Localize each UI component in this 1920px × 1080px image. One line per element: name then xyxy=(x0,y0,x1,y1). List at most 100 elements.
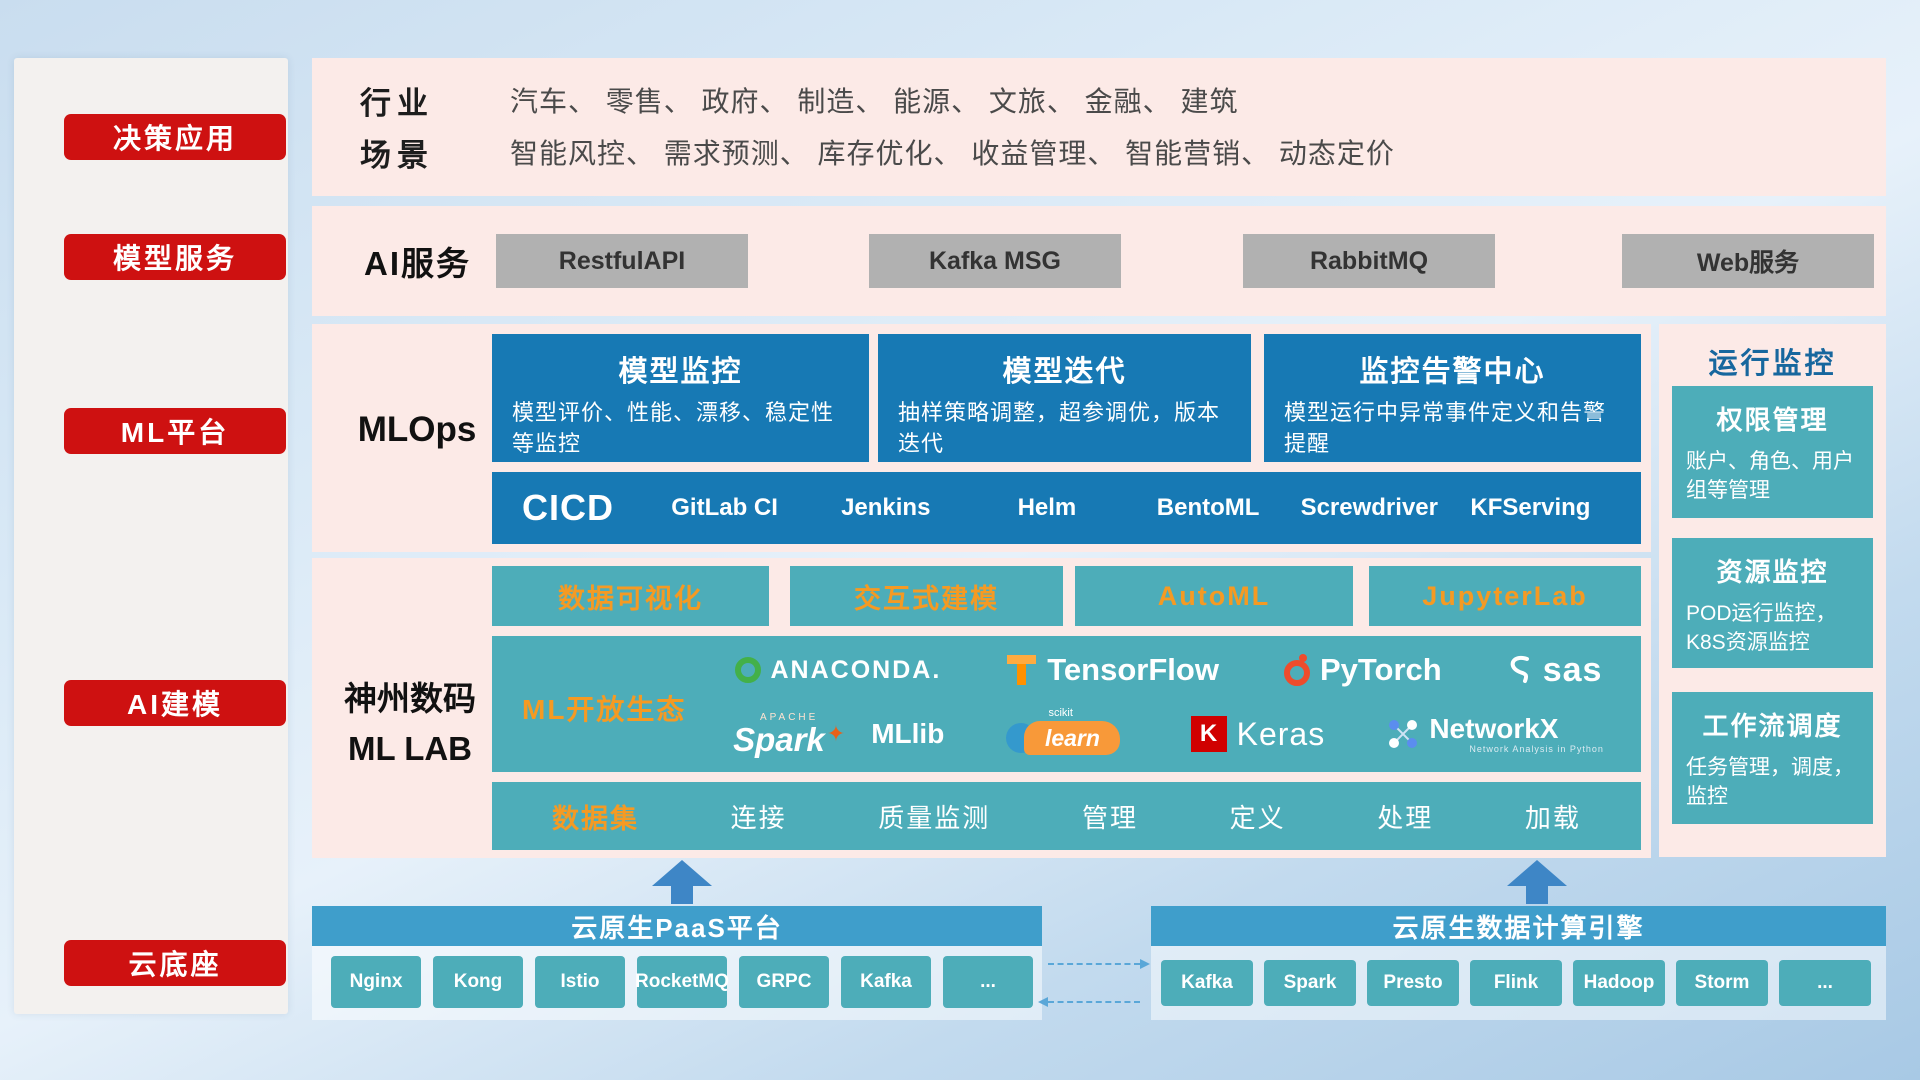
tensorflow-logo: TensorFlow xyxy=(1006,652,1219,688)
ai-service-band: AI服务 RestfulAPI Kafka MSG RabbitMQ Web服务 xyxy=(312,206,1886,316)
industry-label: 行业 xyxy=(360,85,434,121)
spark-mllib-logo: APACHE Spark ✦ MLlib xyxy=(733,711,944,756)
resource-monitor-card: 资源监控 POD运行监控，K8S资源监控 xyxy=(1672,538,1873,668)
more-button[interactable]: ... xyxy=(943,956,1033,1008)
automl-button[interactable]: AutoML xyxy=(1075,566,1353,626)
card-title: 工作流调度 xyxy=(1702,711,1843,741)
cicd-tool-gitlab-ci: GitLab CI xyxy=(671,493,778,521)
cicd-tool-helm: Helm xyxy=(1017,493,1077,521)
tensorflow-icon xyxy=(1006,653,1037,687)
industry-scene-band: 行业 汽车、 零售、 政府、 制造、 能源、 文旅、 金融、 建筑 场景 智能风… xyxy=(312,58,1886,196)
rocketmq-button[interactable]: RocketMQ xyxy=(635,956,729,1008)
logo-row-2: APACHE Spark ✦ MLlib learn xyxy=(702,707,1635,757)
model-monitoring-card: 模型监控 模型评价、性能、漂移、稳定性等监控 xyxy=(492,334,869,462)
sidebar-item-ai-modeling[interactable]: AI建模 xyxy=(64,680,286,726)
sas-logo: sas xyxy=(1507,651,1603,690)
grpc-button[interactable]: GRPC xyxy=(739,956,829,1008)
pytorch-wordmark: PyTorch xyxy=(1319,652,1442,688)
dataset-manage: 管理 xyxy=(1081,802,1138,833)
model-iteration-card: 模型迭代 抽样策略调整，超参调优，版本迭代 xyxy=(878,334,1251,462)
card-title: 资源监控 xyxy=(1716,557,1829,587)
arrow-head xyxy=(1507,860,1567,886)
hadoop-button[interactable]: Hadoop xyxy=(1573,960,1665,1006)
spark-engine-button[interactable]: Spark xyxy=(1264,960,1356,1006)
permission-management-card: 权限管理 账户、角色、用户组等管理 xyxy=(1672,386,1873,518)
mllab-label-line1: 神州数码 xyxy=(344,680,476,717)
ecosystem-logo-grid: ANACONDA. TensorFlow PyTorch sas xyxy=(702,640,1635,768)
flink-button[interactable]: Flink xyxy=(1470,960,1562,1006)
cicd-tool-bentoml: BentoML xyxy=(1156,493,1260,521)
presto-button[interactable]: Presto xyxy=(1367,960,1459,1006)
sidebar-item-cloud-base[interactable]: 云底座 xyxy=(64,940,286,986)
alert-center-card: 监控告警中心 模型运行中异常事件定义和告警提醒 xyxy=(1264,334,1641,462)
sidebar-item-ml-platform[interactable]: ML平台 xyxy=(64,408,286,454)
kafka-msg-button[interactable]: Kafka MSG xyxy=(869,234,1121,288)
anaconda-wordmark: ANACONDA. xyxy=(770,655,942,684)
keras-logo: K Keras xyxy=(1190,715,1326,753)
cicd-title: CICD xyxy=(522,487,614,528)
spark-wordmark-group: APACHE Spark ✦ xyxy=(733,711,846,756)
kafka-engine-button[interactable]: Kafka xyxy=(1161,960,1253,1006)
dataset-quality: 质量监测 xyxy=(878,802,991,833)
storm-button[interactable]: Storm xyxy=(1676,960,1768,1006)
jupyterlab-button[interactable]: JupyterLab xyxy=(1369,566,1641,626)
sas-icon xyxy=(1510,656,1529,684)
sidebar-item-model-service[interactable]: 模型服务 xyxy=(64,234,286,280)
kafka-button[interactable]: Kafka xyxy=(841,956,931,1008)
keras-icon: K xyxy=(1190,716,1227,753)
networkx-logo: NetworkX Network Analysis in Python xyxy=(1387,712,1604,755)
card-desc: 账户、角色、用户组等管理 xyxy=(1686,450,1854,503)
web-service-button[interactable]: Web服务 xyxy=(1622,234,1874,288)
card-title: 模型监控 xyxy=(618,356,743,388)
networkx-wordmark: NetworkX xyxy=(1429,712,1559,744)
kong-button[interactable]: Kong xyxy=(433,956,523,1008)
up-arrow-icon xyxy=(1507,860,1567,904)
runtime-monitor-panel: 运行监控 权限管理 账户、角色、用户组等管理 资源监控 POD运行监控，K8S资… xyxy=(1659,324,1886,857)
data-visualization-button[interactable]: 数据可视化 xyxy=(492,566,769,626)
anaconda-icon xyxy=(734,657,761,684)
card-title: 监控告警中心 xyxy=(1359,356,1546,388)
mlops-band: MLOps 模型监控 模型评价、性能、漂移、稳定性等监控 模型迭代 抽样策略调整… xyxy=(312,324,1651,552)
scikit-learn-wordmark: learn xyxy=(1044,724,1100,751)
arrow-stem xyxy=(1526,886,1548,904)
anaconda-logo: ANACONDA. xyxy=(734,655,942,685)
spark-star-icon: ✦ xyxy=(826,720,846,746)
dashed-arrow-left-icon xyxy=(1038,997,1140,1007)
cicd-tool-screwdriver: Screwdriver xyxy=(1300,493,1438,521)
scene-label: 场景 xyxy=(360,137,434,173)
scene-list: 智能风控、 需求预测、 库存优化、 收益管理、 智能营销、 动态定价 xyxy=(510,138,1395,169)
dataset-load: 加载 xyxy=(1524,802,1581,833)
mllab-label: 神州数码 ML LAB xyxy=(330,674,490,773)
left-sidebar: 决策应用 模型服务 ML平台 AI建模 云底座 xyxy=(14,58,288,1014)
mllab-label-line2: ML LAB xyxy=(347,729,473,767)
card-desc: 模型运行中异常事件定义和告警提醒 xyxy=(1284,400,1607,456)
up-arrow-icon xyxy=(652,860,712,904)
cicd-bar: CICD GitLab CI Jenkins Helm BentoML Scre… xyxy=(492,472,1641,544)
industry-row: 行业 汽车、 零售、 政府、 制造、 能源、 文旅、 金融、 建筑 xyxy=(360,74,1886,126)
spark-apache-text: APACHE xyxy=(759,711,819,723)
more-engine-button[interactable]: ... xyxy=(1779,960,1871,1006)
arrow-head xyxy=(652,860,712,886)
interactive-modeling-button[interactable]: 交互式建模 xyxy=(790,566,1063,626)
card-title: 模型迭代 xyxy=(1002,356,1127,388)
card-desc: 任务管理，调度，监控 xyxy=(1686,756,1854,809)
keras-wordmark: Keras xyxy=(1236,715,1326,752)
scene-row: 场景 智能风控、 需求预测、 库存优化、 收益管理、 智能营销、 动态定价 xyxy=(360,126,1886,178)
sidebar-item-decision-apps[interactable]: 决策应用 xyxy=(64,114,286,160)
scikit-learn-logo: learn scikit xyxy=(1006,707,1128,757)
restfulapi-button[interactable]: RestfulAPI xyxy=(496,234,748,288)
pytorch-logo: PyTorch xyxy=(1283,652,1442,688)
rabbitmq-button[interactable]: RabbitMQ xyxy=(1243,234,1495,288)
paas-platform-header: 云原生PaaS平台 xyxy=(312,906,1042,946)
dataset-connect: 连接 xyxy=(730,802,787,833)
istio-button[interactable]: Istio xyxy=(535,956,625,1008)
arrow-stem xyxy=(671,886,693,904)
dataset-define: 定义 xyxy=(1229,802,1286,833)
nginx-button[interactable]: Nginx xyxy=(331,956,421,1008)
dataset-label: 数据集 xyxy=(552,803,639,834)
dashed-arrow-right-icon xyxy=(1048,959,1150,969)
dataset-bar: 数据集 连接 质量监测 管理 定义 处理 加载 xyxy=(492,782,1641,850)
industry-list: 汽车、 零售、 政府、 制造、 能源、 文旅、 金融、 建筑 xyxy=(510,86,1239,117)
ai-service-label: AI服务 xyxy=(364,245,471,282)
